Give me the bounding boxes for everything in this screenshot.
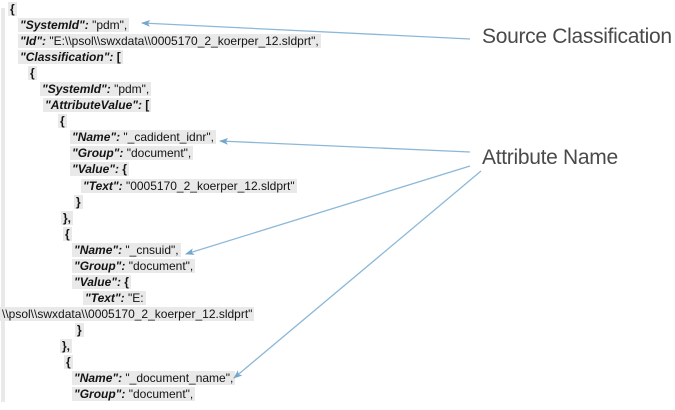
code-line: "Text": "E: (83, 290, 146, 305)
code-line: "Name": "_document_name", (72, 371, 236, 386)
code-line: \\psol\\swxdata\\0005170_2_koerper_12.sl… (0, 306, 255, 321)
code-line: }, (60, 339, 73, 353)
code-line: }, (61, 210, 74, 225)
code-line: { (8, 2, 17, 17)
source-classification-label: Source Classification (482, 25, 672, 48)
code-line: { (64, 355, 73, 370)
code-line: "Name": "_cadident_idnr", (70, 130, 216, 145)
attribute-name-label: Attribute Name (482, 146, 618, 169)
code-line: "AttributeValue": [ (43, 98, 152, 113)
code-line: "Group": "document", (70, 146, 194, 161)
code-line: "Group": "document", (72, 387, 196, 402)
code-line: } (74, 194, 83, 209)
code-line: { (58, 114, 67, 129)
code-line: "Classification": [ (18, 50, 123, 65)
left-gutter-bar (1, 8, 5, 402)
code-line: "SystemId": "pdm", (18, 18, 130, 33)
code-line: "SystemId": "pdm", (40, 82, 152, 97)
code-line: "Text": "0005170_2_koerper_12.sldprt" (81, 178, 297, 193)
json-code-block: {"SystemId": "pdm","Id": "E:\\psol\\swxd… (0, 1, 675, 402)
code-line: "Value": { (70, 162, 129, 177)
code-line: { (28, 66, 37, 81)
code-line: { (63, 226, 72, 241)
code-line: } (75, 322, 84, 337)
code-line: "Value": { (72, 274, 131, 289)
code-line: "Group": "document", (72, 258, 196, 273)
code-line: "Name": "_cnsuid", (72, 242, 181, 257)
